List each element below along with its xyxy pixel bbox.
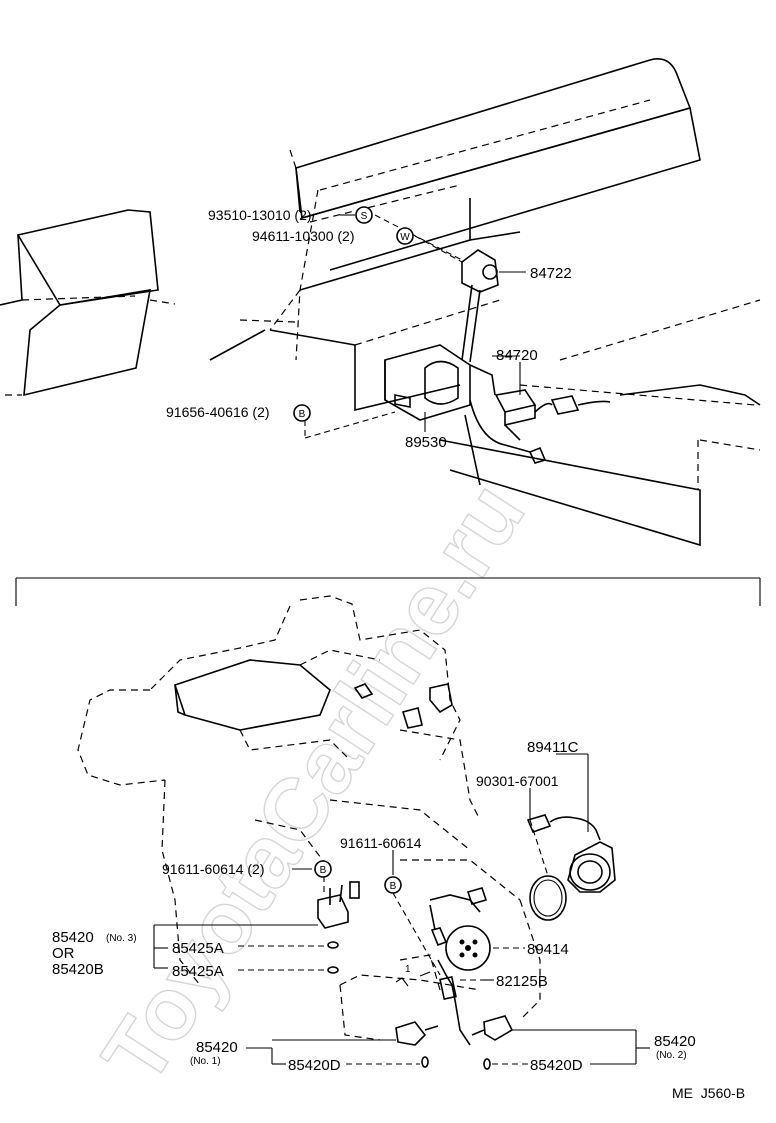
marker-b-lower-left: B	[314, 860, 332, 878]
label-no2: (No. 2)	[656, 1050, 687, 1061]
label-91611-60614-left: 91611-60614 (2)	[162, 861, 264, 877]
svg-text:B: B	[320, 865, 327, 876]
section-divider	[15, 577, 761, 606]
svg-text:B: B	[299, 409, 306, 420]
label-89411c: 89411C	[527, 739, 579, 756]
sensor-85420-no3	[317, 881, 360, 974]
label-85420b: 85420B	[52, 961, 104, 978]
label-85425a-2: 85425A	[172, 963, 224, 980]
label-89414: 89414	[527, 941, 569, 958]
sensor-89411c	[526, 814, 616, 921]
label-85420-no2: 85420	[654, 1033, 696, 1050]
svg-text:W: W	[400, 232, 410, 243]
label-85420d-left: 85420D	[288, 1057, 341, 1074]
upper-actuator-assembly	[384, 249, 611, 464]
label-84722: 84722	[530, 265, 572, 282]
label-or: OR	[52, 945, 75, 962]
label-85420-no1: 85420	[196, 1039, 238, 1056]
lower-leaders	[153, 753, 650, 1065]
watermark: ToyotaCarline.ru	[83, 465, 543, 1100]
label-90301-67001: 90301-67001	[476, 773, 559, 789]
svg-text:B: B	[390, 881, 397, 892]
label-85420-no3: 85420	[52, 929, 94, 946]
wire-82125b	[437, 959, 471, 1046]
marker-b-upper: B	[293, 404, 311, 422]
sensor-85420-no2	[471, 1015, 514, 1070]
label-89530: 89530	[405, 434, 447, 451]
label-84720: 84720	[496, 347, 538, 364]
label-no1: (No. 1)	[190, 1056, 221, 1067]
label-94611-10300: 94611-10300 (2)	[252, 228, 354, 244]
label-tick-1: 1	[405, 964, 411, 975]
diagram-code: ME J560-B	[672, 1085, 745, 1101]
marker-w: W	[396, 227, 414, 245]
engine-outline	[77, 595, 541, 1041]
label-85425a-1: 85425A	[172, 940, 224, 957]
rotor-89414	[429, 887, 491, 971]
upper-leaders	[304, 214, 526, 439]
marker-b-lower-mid: B	[384, 876, 402, 894]
label-82125b: 82125B	[496, 973, 548, 990]
label-91656-40616: 91656-40616 (2)	[166, 404, 270, 420]
label-no3: (No. 3)	[106, 933, 137, 944]
sensor-85420-no1	[395, 1021, 439, 1068]
label-91611-60614-mid: 91611-60614	[340, 835, 422, 851]
label-85420d-right: 85420D	[530, 1057, 583, 1074]
marker-s: S	[355, 206, 373, 224]
upper-vehicle-outline	[0, 58, 761, 547]
svg-text:S: S	[361, 211, 368, 222]
label-93510-13010: 93510-13010 (2)	[208, 207, 312, 223]
